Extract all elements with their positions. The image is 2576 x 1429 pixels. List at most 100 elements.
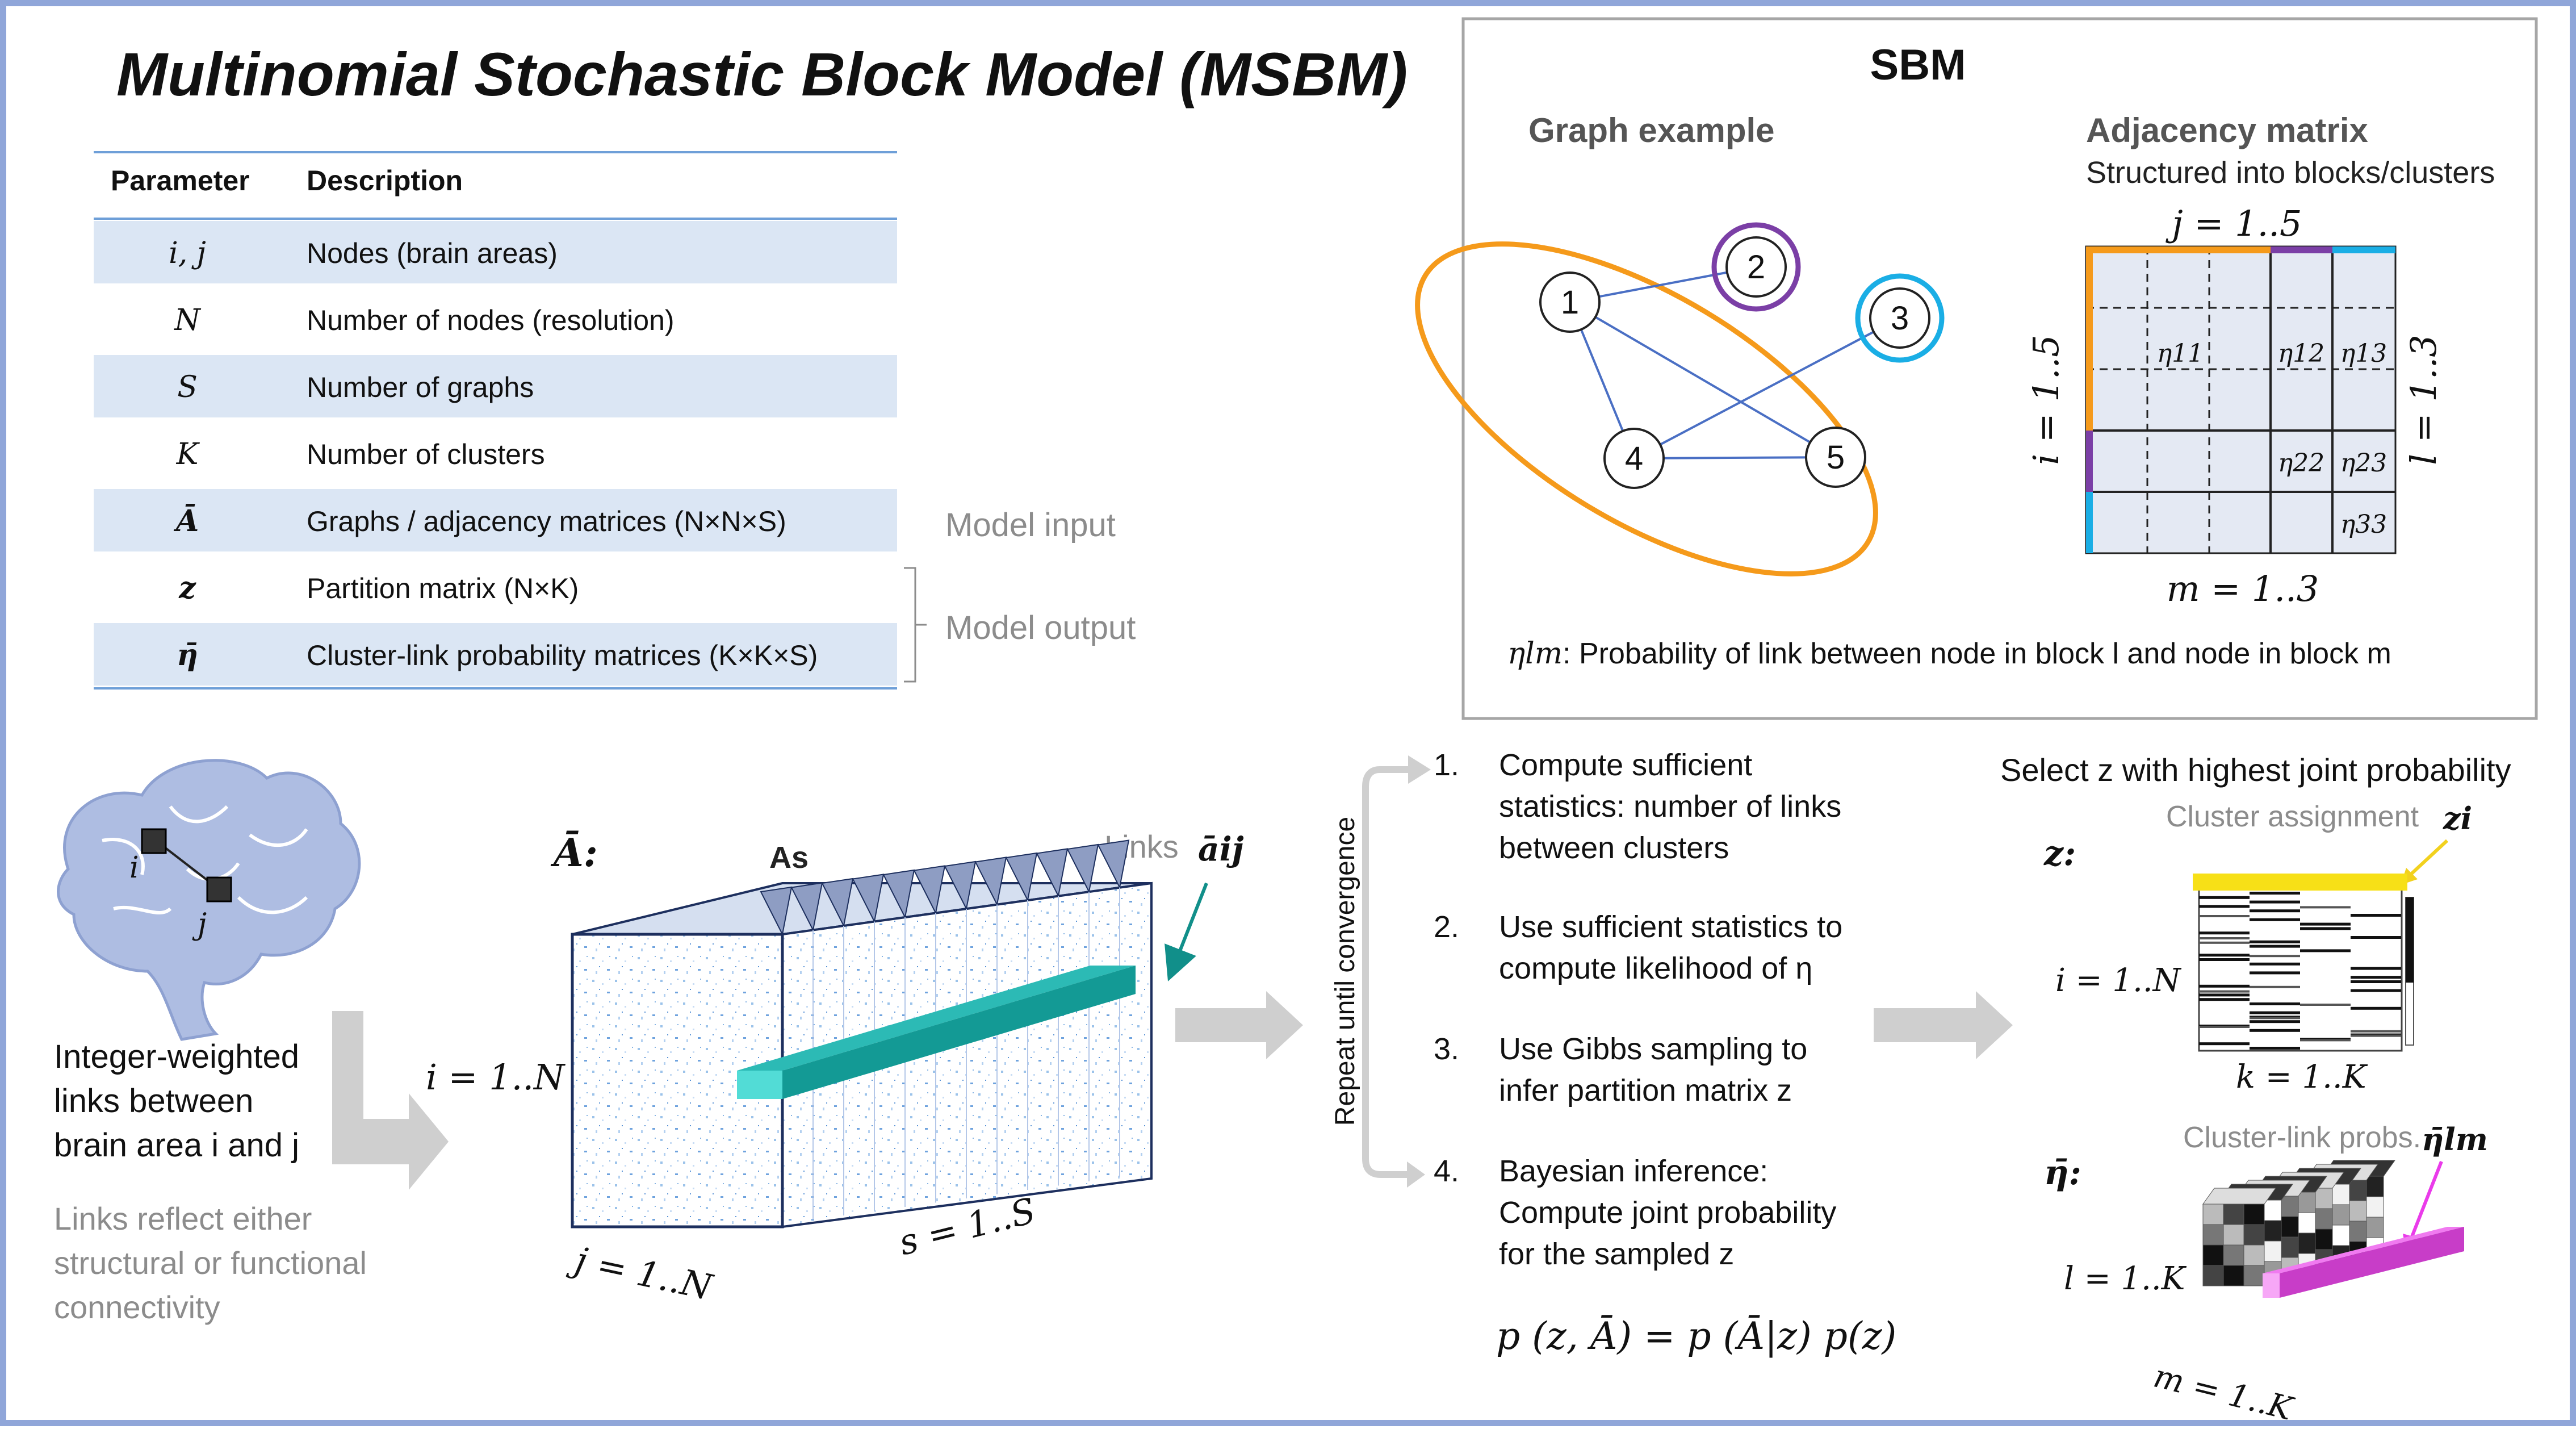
- eta-lm-arrow: [2409, 1160, 2443, 1242]
- table-cell-desc: Graphs / adjacency matrices (N×N×S): [307, 505, 786, 537]
- brain-node-i: [141, 828, 167, 854]
- z-stripe: [2250, 909, 2300, 913]
- z-stripe: [2250, 971, 2300, 975]
- graph-example: 1 2 3 4 5: [1415, 222, 1945, 576]
- eta-cube-cell: [2243, 1265, 2265, 1286]
- node-1: 1: [1539, 271, 1601, 333]
- loop-arrow-head-bottom: [1407, 1161, 1425, 1188]
- z-stripe: [2250, 1029, 2300, 1032]
- z-stripe: [2250, 1020, 2300, 1023]
- table-cell-desc: Partition matrix (N×K): [307, 573, 579, 604]
- block-bar-left-cyan: [2086, 492, 2093, 553]
- eta-23: η23: [2340, 449, 2387, 478]
- tensor-slice-tooth: [974, 856, 1007, 906]
- result-title: Select z with highest joint probability: [2000, 752, 2511, 788]
- eta-cube-cell: [2223, 1244, 2244, 1266]
- tensor-slice-tooth: [790, 882, 823, 932]
- block-bar-left-orange: [2086, 246, 2093, 431]
- brain-note-line-3: connectivity: [54, 1289, 220, 1325]
- z-stripe: [2351, 980, 2401, 983]
- matrix-i-label: i = 1..5: [2025, 335, 2067, 465]
- z-stripe: [2250, 940, 2300, 943]
- brain-text-line-3: brain area i and j: [54, 1127, 299, 1164]
- eta-cube-cell: [2202, 1265, 2224, 1286]
- node-2-circle: [1725, 236, 1787, 298]
- z-stripe: [2199, 905, 2250, 908]
- eta-cube-cell: [2223, 1204, 2244, 1225]
- loop-step-line: Compute joint probability: [1499, 1196, 1836, 1230]
- brain-text-line-1: Integer-weighted: [54, 1038, 299, 1075]
- z-stripe: [2250, 985, 2300, 988]
- matrix-j-label: j = 1..5: [2165, 203, 2302, 244]
- sbm-panel: SBM Graph example Adjacency matrix Struc…: [1415, 17, 2538, 720]
- table-cell-param: Ā: [173, 504, 199, 538]
- block-bar-top-orange: [2086, 246, 2271, 253]
- z-stripe: [2250, 892, 2300, 895]
- eta-lm-label: η̄lm: [2422, 1121, 2488, 1158]
- table-cell-desc: Nodes (brain areas): [307, 237, 558, 269]
- z-stripe: [2199, 937, 2250, 939]
- link-bar-top: [737, 966, 1136, 1071]
- graph-example-title: Graph example: [1528, 111, 1775, 149]
- table-cell-desc: Cluster-link probability matrices (K×K×S…: [307, 640, 818, 671]
- tensor-slice-tooth: [821, 878, 854, 928]
- eta-12: η12: [2278, 339, 2324, 368]
- adjacency-subtitle: Structured into blocks/clusters: [2086, 156, 2495, 190]
- table-header-description: Description: [307, 165, 463, 197]
- eta-22: η22: [2278, 449, 2324, 478]
- eta-11: η11: [2157, 339, 2204, 368]
- matrix-m-label: m = 1..3: [2167, 568, 2319, 609]
- table-cell-param: K: [176, 437, 200, 471]
- eta-cube-cell: [2243, 1224, 2265, 1246]
- eta-bar-front: [2263, 1273, 2280, 1298]
- adjacency-title: Adjacency matrix: [2086, 111, 2368, 149]
- matrix-bg: [2085, 245, 2397, 554]
- z-stripe: [2250, 1047, 2300, 1050]
- eta-cube-top: [2202, 1188, 2276, 1205]
- loop-step-number: 2.: [1434, 910, 1459, 944]
- z-stripe: [2199, 984, 2250, 988]
- eta-cube-cell: [2223, 1265, 2244, 1286]
- eta-33: η33: [2340, 510, 2387, 539]
- z-stripe: [2199, 1026, 2250, 1028]
- node-5-circle: [1805, 427, 1866, 488]
- sbm-caption: ηlm: Probability of link between node in…: [1507, 637, 2391, 671]
- node-1-label: 1: [1561, 284, 1579, 321]
- tensor-slice-tooth: [852, 874, 885, 924]
- eta-bar-top: [2263, 1227, 2464, 1273]
- table-row-shade: [94, 623, 897, 686]
- z-stripe: [2199, 915, 2250, 917]
- z-stripe: [2351, 989, 2401, 992]
- node-3: 3: [1869, 287, 1930, 349]
- table-cell-param: S: [177, 370, 198, 404]
- node-4-label: 4: [1625, 440, 1643, 477]
- z-stripe: [2250, 1011, 2300, 1014]
- z-stripe: [2199, 993, 2250, 997]
- z-stripe: [2300, 1004, 2351, 1006]
- arrow-tensor-to-loop: [1175, 991, 1303, 1059]
- loop-arrow-head-top: [1408, 755, 1431, 784]
- table-cell-param: η̄: [177, 638, 198, 672]
- tensor-As-label: As: [769, 841, 809, 875]
- eta-cube: [2202, 1160, 2464, 1298]
- z-matrix-stripes: [2199, 892, 2401, 1050]
- loop-step-line: Use sufficient statistics to: [1499, 910, 1842, 944]
- tensor-slice-tooth: [913, 865, 946, 915]
- tensor-slice-tooth: [1066, 843, 1099, 894]
- node-4: 4: [1603, 428, 1665, 489]
- tensor-slice-tooth: [1097, 839, 1130, 889]
- eta-13: η13: [2340, 339, 2387, 368]
- edge-1-5: [1569, 301, 1837, 458]
- z-stripe: [2300, 922, 2351, 926]
- z-stripe: [2351, 976, 2401, 979]
- joint-formula: p (z, Ā) = p (Ā|z) p(z): [1496, 1314, 1896, 1358]
- eta-bar-side: [2280, 1227, 2464, 1298]
- loop-bracket: [1362, 766, 1409, 1178]
- loop-step-line: Bayesian inference:: [1499, 1154, 1768, 1188]
- tensor-slice-tooth: [944, 860, 977, 911]
- node-1-circle: [1539, 271, 1601, 333]
- link-bar-front: [737, 1071, 782, 1099]
